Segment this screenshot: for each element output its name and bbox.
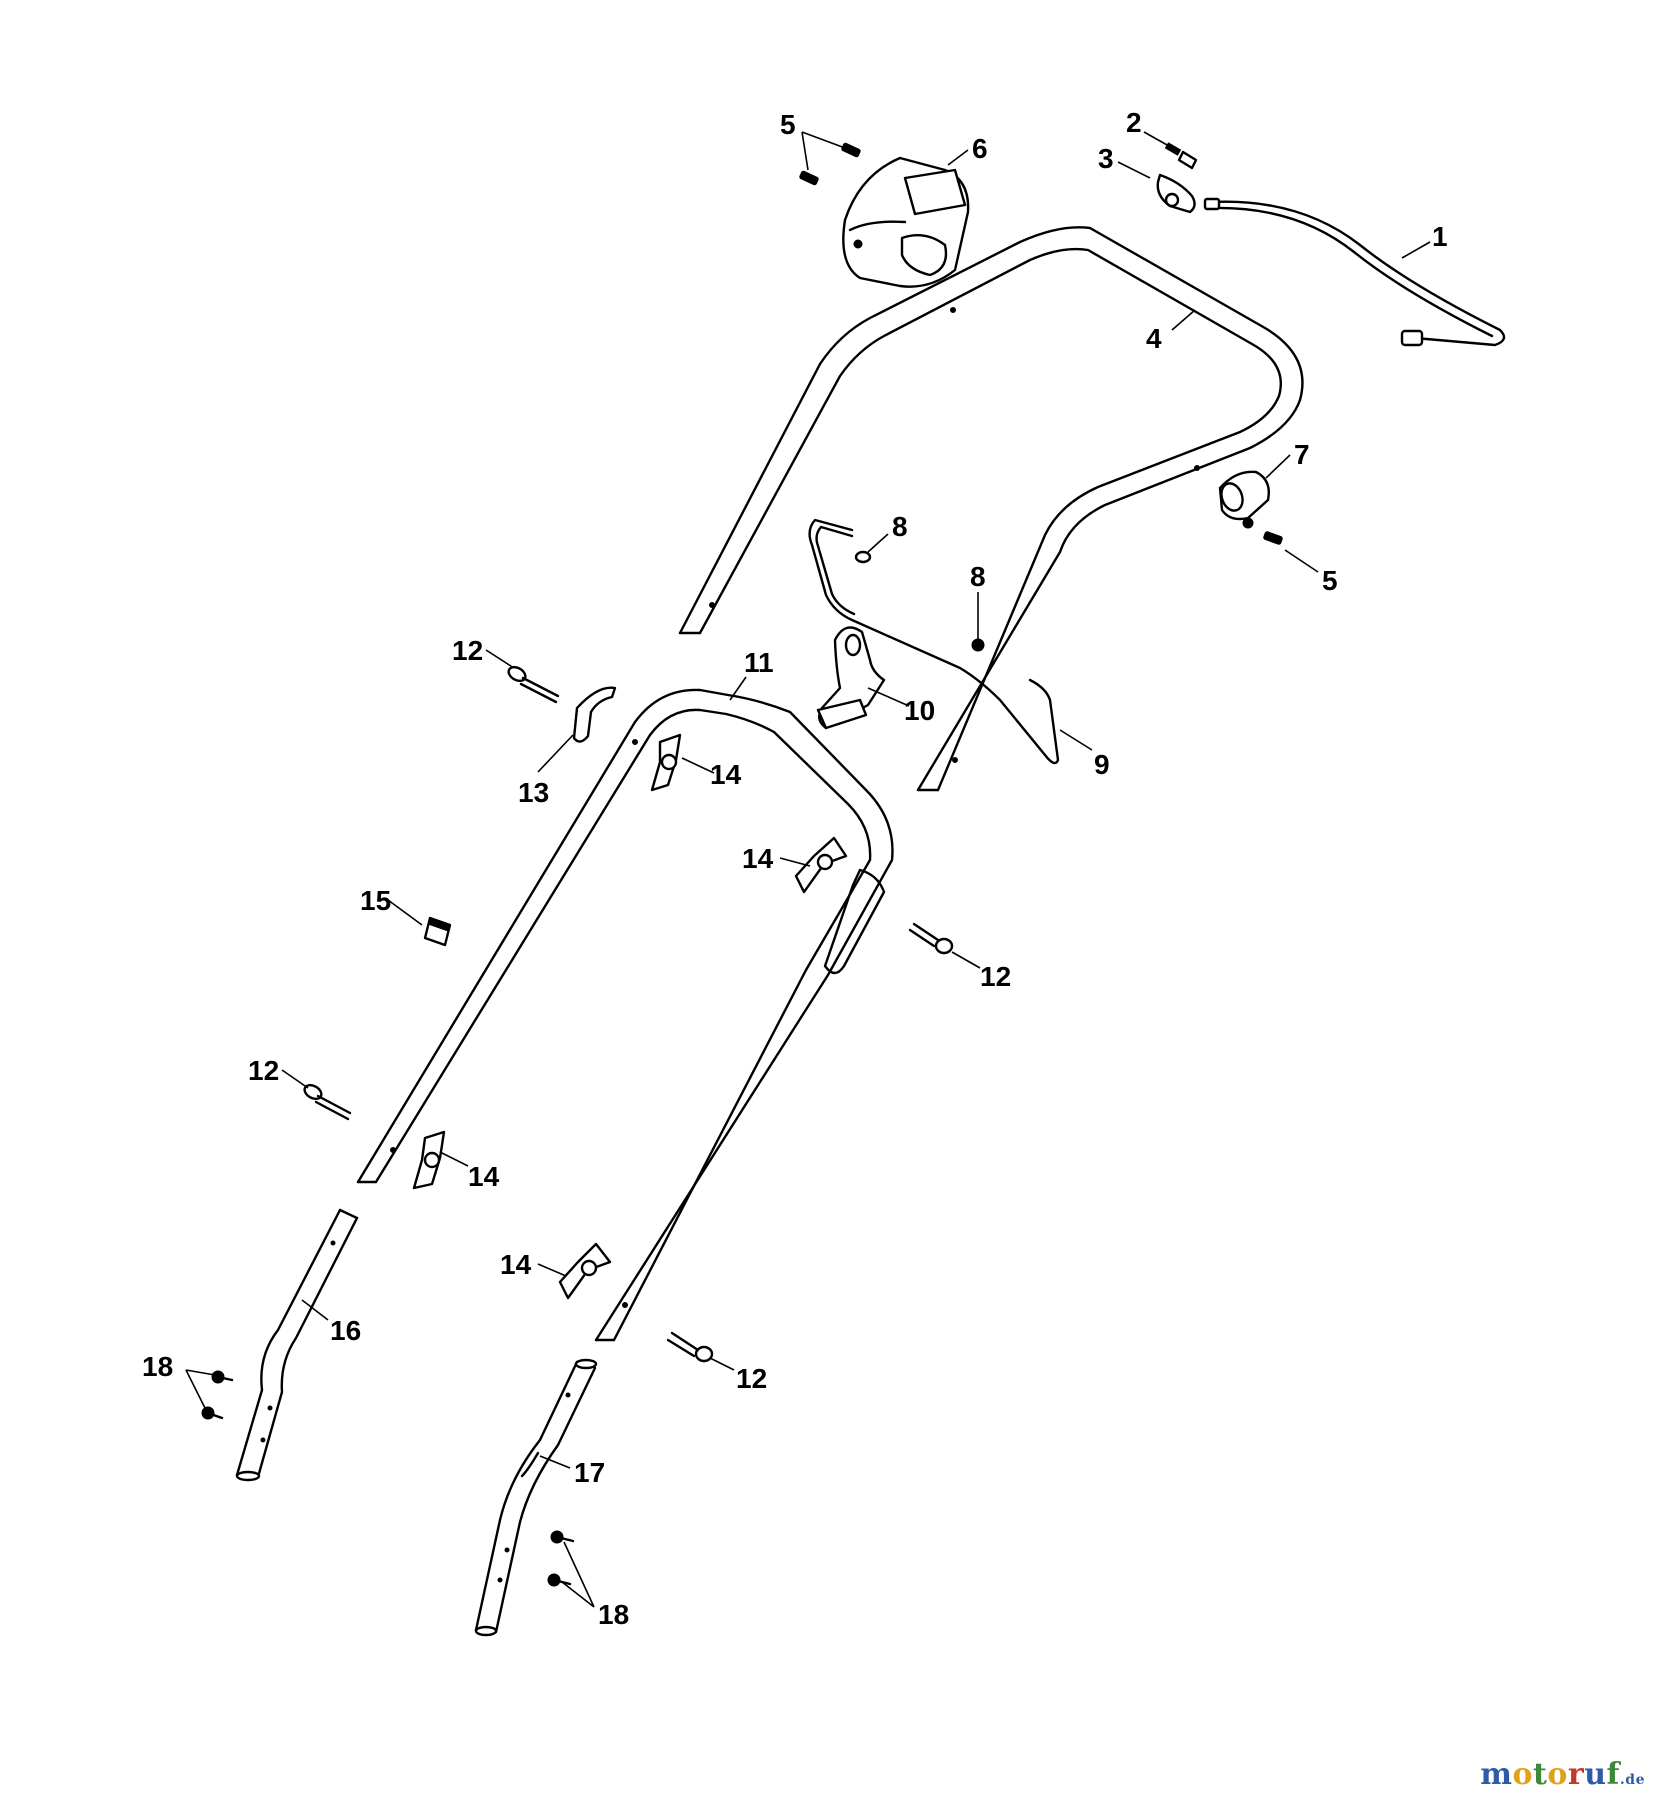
- callout-18-left: 18: [142, 1351, 173, 1382]
- upper-handle-part-4: [678, 226, 1304, 792]
- wire-rod-part-9: [808, 518, 1060, 765]
- clamp-part-7: [1218, 470, 1270, 529]
- callout-8-lower: 8: [970, 561, 986, 592]
- screw-part-18-bottom: [547, 1530, 575, 1587]
- callout-14-c: 14: [468, 1161, 500, 1192]
- callout-12-d: 12: [736, 1363, 767, 1394]
- cable-box-part-6: [842, 156, 970, 288]
- callout-14-d: 14: [500, 1249, 532, 1280]
- bolt-part-12-d: [666, 1331, 714, 1363]
- wing-nut-part-14-a: [650, 733, 682, 792]
- wing-nut-part-14-c: [412, 1130, 446, 1190]
- callout-labels: 1 2 3 4 5 5 6 7 8 8 9 10 11 12 12 12 12 …: [142, 107, 1448, 1630]
- lower-tube-part-16: [235, 1208, 359, 1482]
- callout-12-a: 12: [452, 635, 483, 666]
- callout-3: 3: [1098, 143, 1114, 174]
- callout-5-top: 5: [780, 109, 796, 140]
- callout-12-c: 12: [248, 1055, 279, 1086]
- screw-part-18-left: [201, 1370, 234, 1420]
- bolt-part-12-a: [507, 665, 560, 704]
- callout-10: 10: [904, 695, 935, 726]
- callout-18-bottom: 18: [598, 1599, 629, 1630]
- washer-part-8-lower: [971, 638, 985, 652]
- callout-1: 1: [1432, 221, 1448, 252]
- brand-watermark: motoruf.de: [1480, 1757, 1645, 1792]
- washer-part-8-upper: [854, 550, 872, 564]
- callout-15: 15: [360, 885, 391, 916]
- lower-tube-part-17: [474, 1358, 598, 1637]
- screw-part-5-right: [1263, 531, 1283, 545]
- callout-13: 13: [518, 777, 549, 808]
- callout-14-a: 14: [710, 759, 742, 790]
- bracket-part-10: [816, 626, 886, 730]
- bolt-part-12-c: [303, 1083, 352, 1121]
- clip-part-15: [423, 916, 452, 947]
- callout-16: 16: [330, 1315, 361, 1346]
- bolt-part-12-b: [908, 922, 954, 955]
- leader-lines: [185, 131, 1431, 1608]
- callout-7: 7: [1294, 439, 1310, 470]
- callout-12-b: 12: [980, 961, 1011, 992]
- callout-14-b: 14: [742, 843, 774, 874]
- callout-11: 11: [744, 647, 774, 678]
- callout-4: 4: [1146, 323, 1162, 354]
- wing-nut-part-14-b: [794, 836, 848, 894]
- wing-nut-part-14-d: [558, 1242, 612, 1300]
- control-bar-part-1: [1203, 197, 1506, 347]
- callout-5-right: 5: [1322, 565, 1338, 596]
- bracket-part-13: [572, 686, 617, 743]
- callout-8-upper: 8: [892, 511, 908, 542]
- middle-handle-part-11: [356, 688, 894, 1342]
- clip-part-3: [1156, 173, 1196, 214]
- screw-part-5-top: [799, 142, 861, 186]
- callout-6: 6: [972, 133, 988, 164]
- callout-9: 9: [1094, 749, 1110, 780]
- callout-17: 17: [574, 1457, 605, 1488]
- callout-2: 2: [1126, 107, 1142, 138]
